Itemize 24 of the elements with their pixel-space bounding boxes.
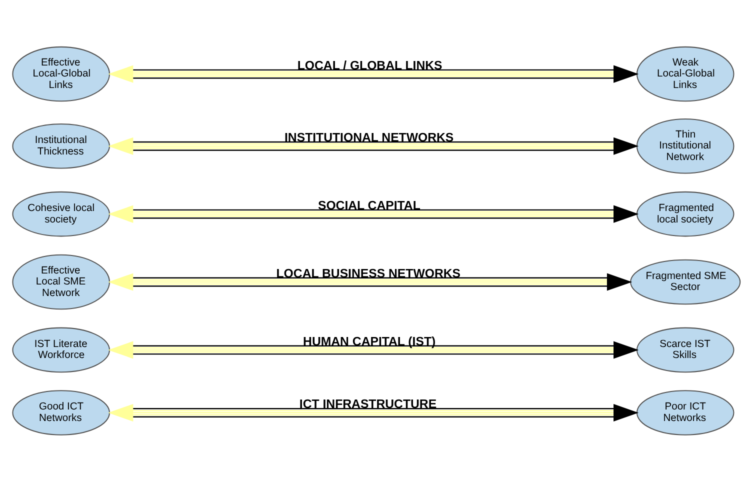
node-ellipse: Fragmented SME Sector bbox=[630, 259, 741, 305]
node-ellipse: Institutional Thickness bbox=[12, 123, 110, 169]
node-ellipse: Fragmented local society bbox=[636, 191, 734, 237]
node-ellipse: Good ICT Networks bbox=[12, 390, 110, 436]
node-ellipse: Poor ICT Networks bbox=[636, 390, 734, 436]
node-ellipse: IST Literate Workforce bbox=[12, 327, 110, 373]
edge-label: SOCIAL CAPITAL bbox=[318, 198, 420, 213]
node-ellipse: Effective Local-Global Links bbox=[12, 46, 110, 102]
edge-label: LOCAL / GLOBAL LINKS bbox=[297, 58, 442, 73]
edge-label: INSTITUTIONAL NETWORKS bbox=[284, 130, 454, 145]
edge-label: HUMAN CAPITAL (IST) bbox=[303, 334, 436, 348]
node-ellipse: Effective Local SME Network bbox=[12, 254, 110, 310]
arrow bbox=[108, 137, 639, 155]
node-ellipse: Weak Local-Global Links bbox=[636, 46, 734, 102]
node-ellipse: Scarce IST Skills bbox=[636, 327, 734, 373]
edge-label: LOCAL BUSINESS NETWORKS bbox=[276, 266, 461, 280]
arrow bbox=[108, 404, 639, 422]
node-ellipse: Thin Institutional Network bbox=[636, 118, 734, 174]
arrow bbox=[108, 341, 639, 359]
arrow bbox=[108, 205, 639, 223]
node-ellipse: Cohesive local society bbox=[12, 191, 110, 237]
arrow bbox=[108, 65, 639, 83]
edge-label: ICT INFRASTRUCTURE bbox=[299, 397, 437, 412]
arrow bbox=[108, 273, 632, 291]
